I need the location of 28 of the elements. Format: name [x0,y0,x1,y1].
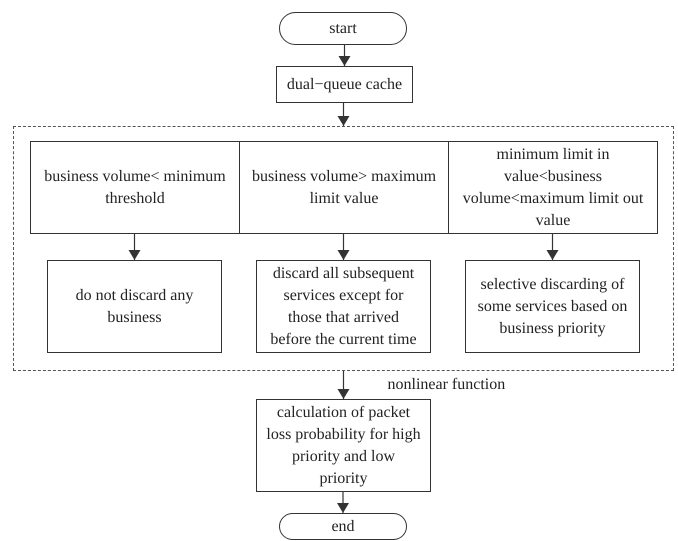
arrow [337,492,349,513]
process-box [30,141,240,234]
arrow [338,45,350,66]
node-text: start [328,18,358,38]
dashed-group-box [13,126,674,371]
arrow [338,234,350,260]
node-text: do not discard any business [74,286,194,328]
process-box [276,66,413,103]
node-text: business volume< minimum threshold [43,166,227,208]
node-text: discard all subsequent services except for those that arrived before the current time [269,264,418,350]
terminal-box [279,12,407,45]
process-box [47,260,222,353]
process-box [256,399,431,492]
node-text: selective discarding of some services based on business priority [476,274,628,338]
process-box [256,260,431,353]
terminal-box [279,513,407,540]
node-text: calculation of packet loss probability for high priority and low priority [265,402,422,488]
arrow [338,103,350,126]
process-box [239,141,449,234]
process-box [448,141,658,234]
node-text: dual−queue cache [286,74,404,94]
node-text: end [330,516,356,536]
process-box [465,260,640,353]
arrow [128,234,140,260]
arrow [338,371,350,399]
node-text: business volume> maximum limit value [250,166,438,208]
arrow [546,234,558,260]
node-text: minimum limit in value<business volume<maximum limit out value [462,144,644,230]
